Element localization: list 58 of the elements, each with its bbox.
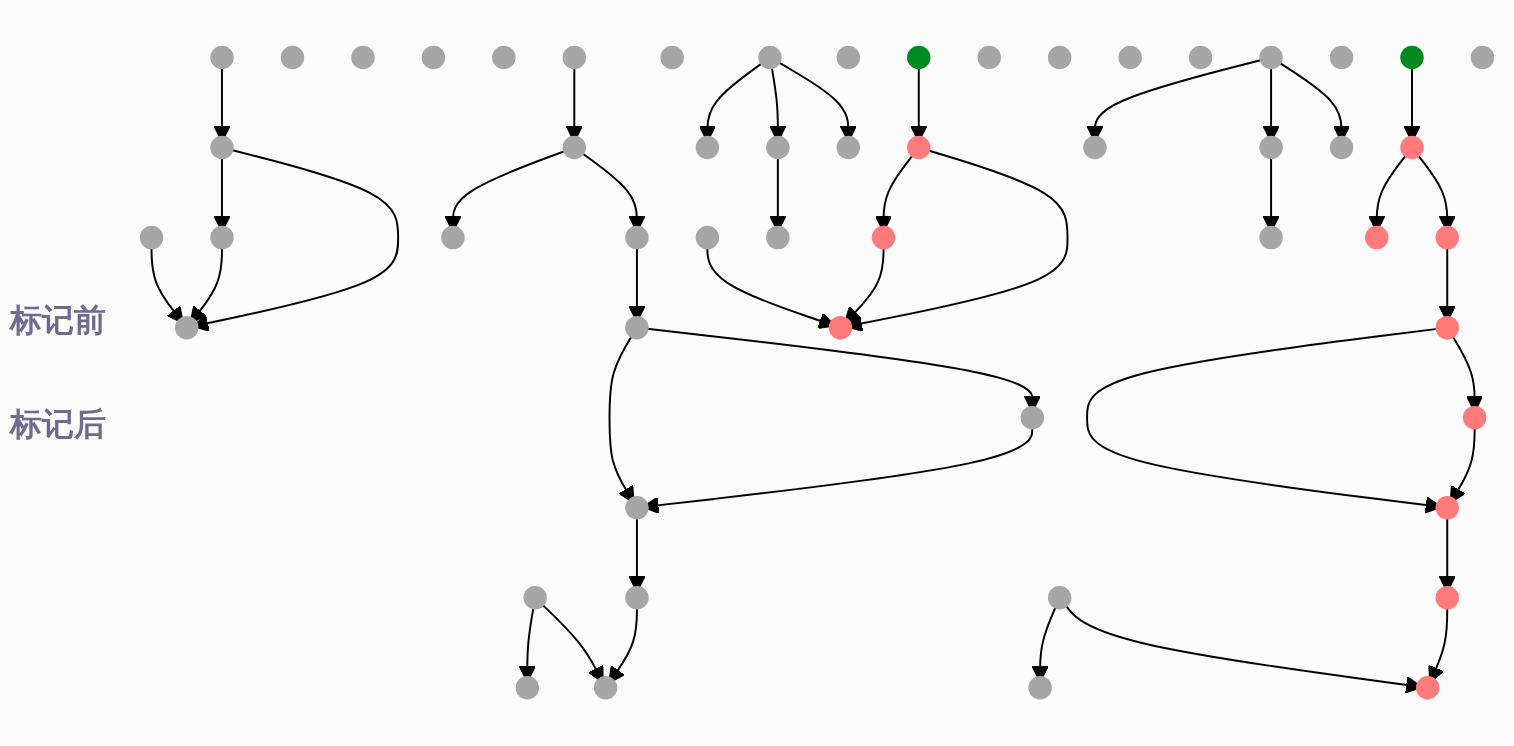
node-circle [210,226,234,250]
node-circle [977,46,1001,70]
node-circle [1435,316,1459,340]
node-circle [210,46,234,70]
node-circle [625,226,649,250]
node-circle [492,46,516,70]
node-circle [625,586,649,610]
node-circle [1365,226,1389,250]
node-circle [1435,586,1459,610]
node-circle [1470,46,1495,70]
node-circle [758,46,782,70]
node-circle [1400,46,1424,70]
node-circle [1435,496,1459,520]
node-circle [907,46,931,70]
node-circle [1462,406,1487,430]
node-circle [1118,46,1142,70]
node-circle [351,46,375,70]
node-circle [695,226,720,250]
node-circle [1083,136,1107,160]
node-circle [1415,676,1440,700]
node-circle [1329,46,1354,70]
node-circle [1259,226,1283,250]
node-circle [625,316,649,340]
node-circle [562,136,587,160]
section-label: 标记前 [10,300,107,341]
node-circle [1188,46,1213,70]
node-circle [1028,676,1052,700]
node-circle [907,136,931,160]
node-circle [210,136,234,160]
node-circle [280,46,305,70]
node-circle [1435,226,1459,250]
node-circle [1047,46,1072,70]
node-circle [139,226,164,250]
node-circle [660,46,684,70]
node-circle [836,46,861,70]
arrow [191,148,400,332]
node-circle [562,46,587,70]
node-circle [421,46,446,70]
arrow [845,148,1069,333]
node-circle [1259,136,1283,160]
section-label: 标记后 [10,404,107,445]
node-circle [766,226,790,250]
node-circle [1400,136,1424,160]
node-circle [828,316,853,340]
node-circle [766,136,790,160]
node-circle [515,676,540,700]
node-circle [593,676,618,700]
node-circle [695,136,720,160]
node-circle [625,496,649,520]
node-circle [1047,586,1072,610]
node-circle [871,226,896,250]
node-circle [175,316,199,340]
node-circle [1329,136,1354,160]
node-circle [523,586,547,610]
node-circle [1259,46,1283,70]
node-circle [836,136,861,160]
node-circle [1020,406,1045,430]
node-circle [441,226,465,250]
